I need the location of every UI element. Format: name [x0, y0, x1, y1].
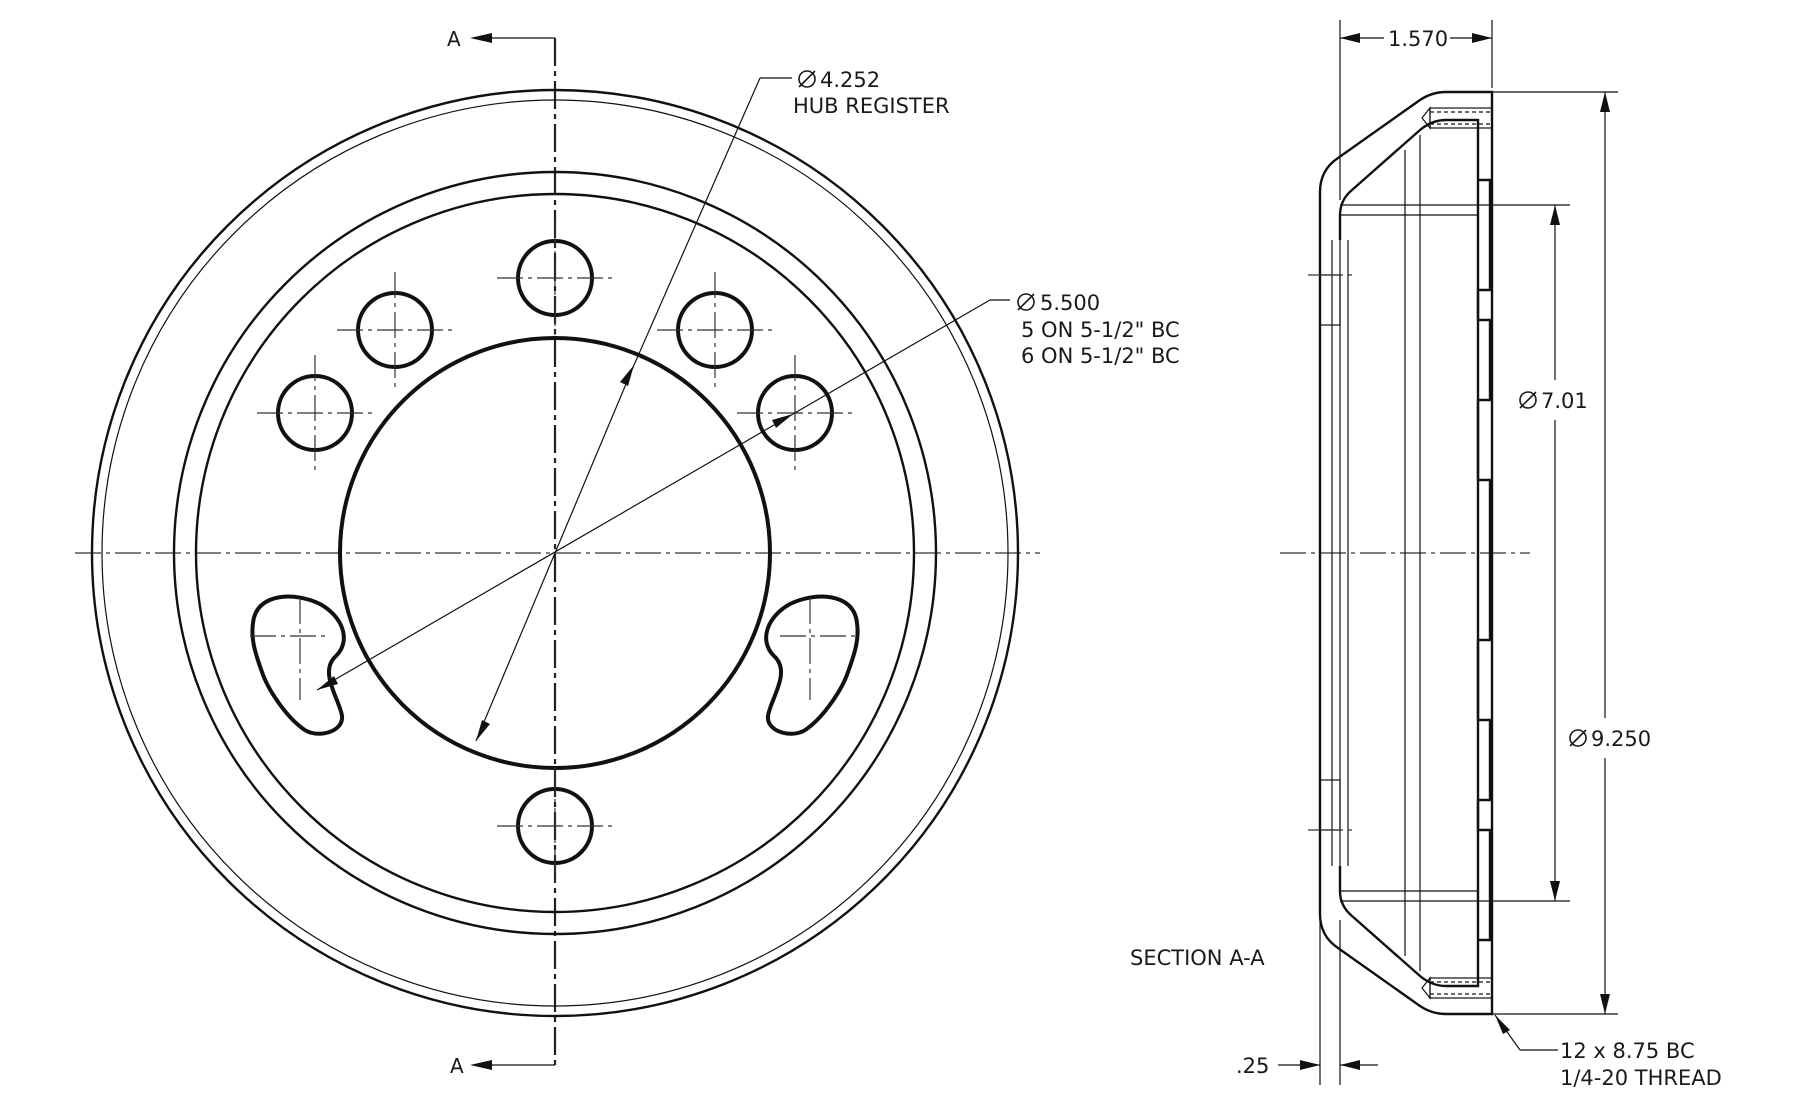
width-dimension: 1.570	[1339, 20, 1493, 200]
section-label-bottom: A	[450, 1054, 464, 1078]
hub-register-diameter: 4.252	[820, 68, 880, 92]
drum-inner-ring	[194, 192, 916, 914]
drum-outer-edge	[90, 88, 1020, 1018]
outer-diameter-value: 9.250	[1591, 727, 1651, 751]
section-marker-top: A	[447, 27, 555, 51]
thread-note-line-1: 12 x 8.75 BC	[1560, 1039, 1695, 1063]
bolt-circle-line-2: 6 ON 5-1/2" BC	[1021, 344, 1180, 368]
outer-diameter-dimension: 9.250	[1492, 91, 1651, 1015]
slot-centerlines	[250, 598, 860, 700]
bolt-holes	[257, 220, 853, 884]
slot-hole-left	[250, 594, 346, 736]
drum-face-ring	[172, 170, 938, 936]
section-label-top: A	[447, 27, 461, 51]
section-marker-bottom: A	[450, 1054, 555, 1078]
section-outer-profile	[1318, 90, 1494, 1016]
inner-diameter-dimension: 7.01	[1340, 204, 1588, 902]
section-title: SECTION A-A	[1130, 946, 1265, 970]
width-value: 1.570	[1388, 27, 1448, 51]
bolt-circle-diameter: 5.500	[1040, 291, 1100, 315]
thread-note-line-2: 1/4-20 THREAD	[1560, 1066, 1722, 1090]
section-view: 1.570 7.01 9.250	[1130, 20, 1722, 1090]
thread-hole-top	[1421, 106, 1493, 130]
thread-note: 12 x 8.75 BC 1/4-20 THREAD	[1494, 1014, 1722, 1090]
wall-thickness-value: .25	[1236, 1054, 1269, 1078]
slot-hole-right	[764, 594, 860, 736]
bolt-circle-line-1: 5 ON 5-1/2" BC	[1021, 318, 1180, 342]
bolt-circle-dimension: 5.500 5 ON 5-1/2" BC 6 ON 5-1/2" BC	[316, 291, 1180, 691]
section-inner-profile	[1338, 118, 1480, 988]
front-view: A A	[75, 27, 1180, 1078]
hub-register-caption: HUB REGISTER	[793, 94, 950, 118]
thread-hole-bottom	[1421, 976, 1493, 1000]
drum-outer-ring	[101, 99, 1009, 1007]
section-face-steps	[1476, 178, 1492, 942]
inner-diameter-value: 7.01	[1541, 389, 1588, 413]
wall-thickness-dimension: .25	[1236, 920, 1378, 1085]
hub-register-dimension: 4.252 HUB REGISTER	[475, 68, 950, 742]
